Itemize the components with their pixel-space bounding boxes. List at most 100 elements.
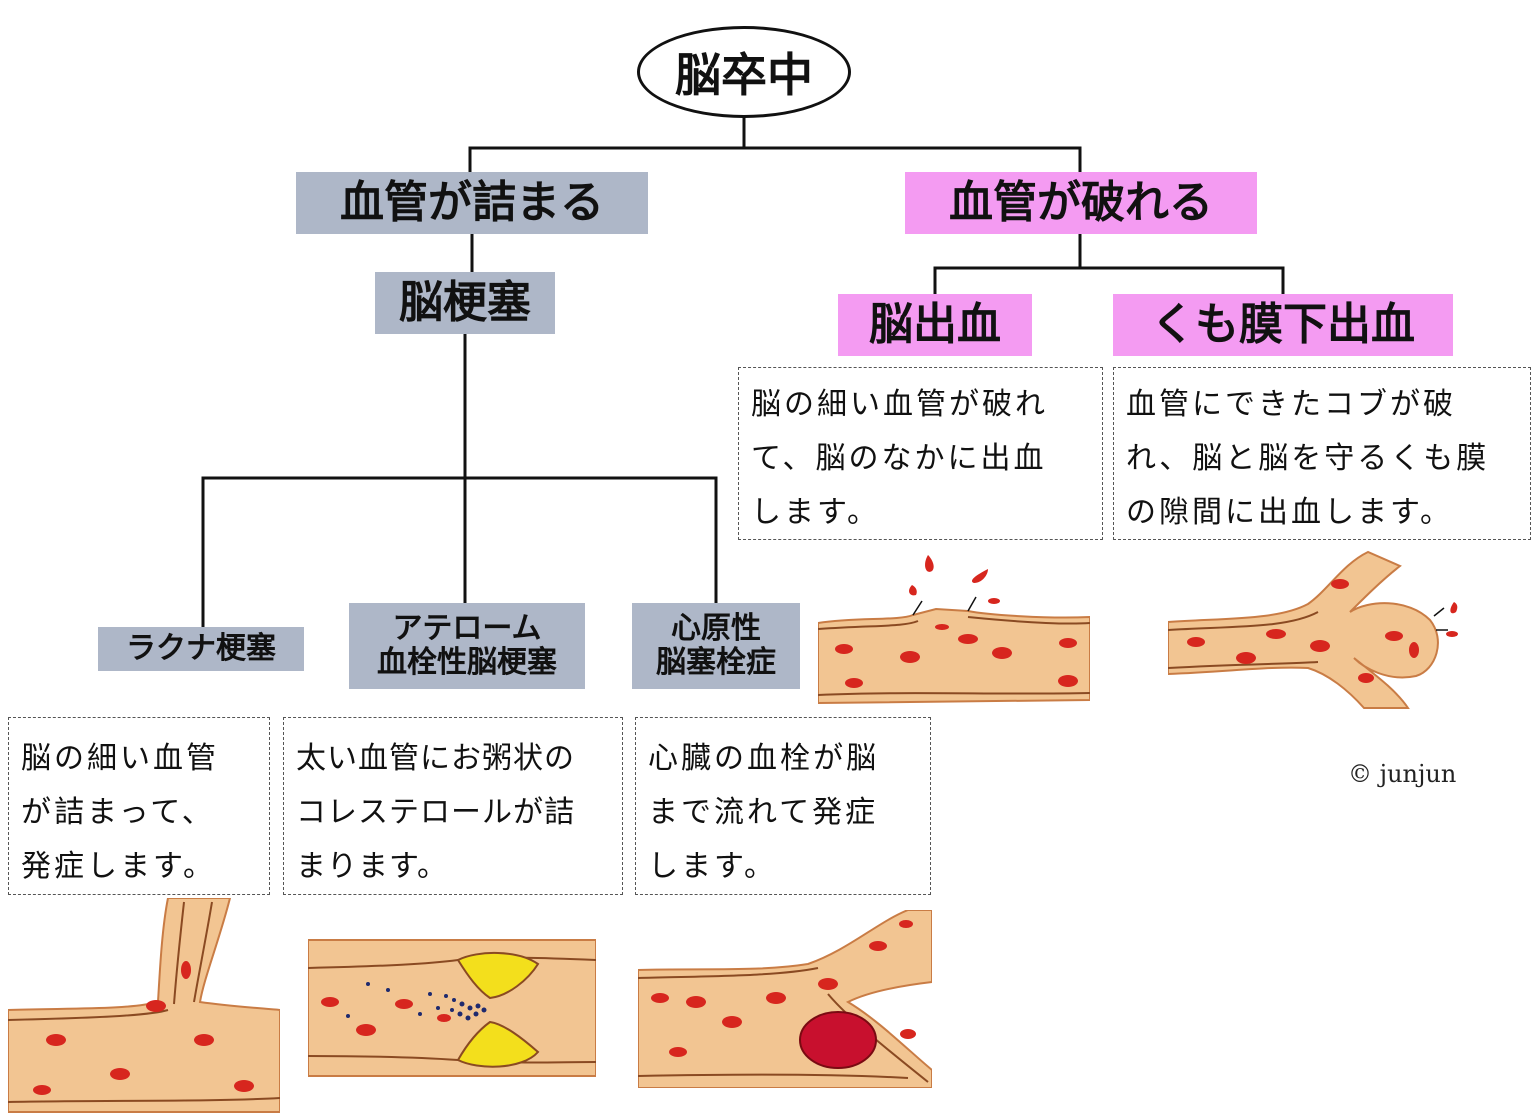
clot-dot [386,988,390,992]
illustration-atherothrombotic-infarction [308,939,596,1077]
node-label-line: 血栓性脳梗塞 [377,645,557,680]
embolus [799,1011,877,1069]
description-line: 太い血管にお粥状の [296,741,575,776]
plaque-bottom [456,1020,540,1068]
blood-cell [321,997,339,1007]
blood-cell [722,1016,742,1028]
blood-cell [181,961,191,979]
blood-cell [1385,631,1403,641]
blood-spurt [909,585,917,596]
description-line: て、脳のなかに出血 [751,441,1047,476]
description-line: 心臓の血栓が脳 [648,741,879,776]
description-line: 発症します。 [21,849,216,884]
blood-cell [1358,673,1374,683]
blood-cell [395,999,413,1009]
description-line: が詰まって、 [21,795,215,830]
description-line: 血管にできたコブが破 [1126,387,1456,422]
vessel-inner-edge [1168,611,1319,669]
blood-cell [1266,629,1286,639]
blood-cell [818,978,838,990]
clot-dot [467,1005,473,1011]
vessel-inner-edge [818,616,1090,696]
clot-dot [465,1015,471,1021]
clot-dot [450,1008,454,1012]
description-lacunar-infarction: 脳の細い血管 が詰まって、 発症します。 [8,717,270,895]
rupture-crack [912,596,977,616]
blood-cell [194,1034,214,1046]
vessel-wall [1168,550,1439,709]
clot-dot [366,982,370,986]
blood-cell [1310,640,1330,652]
blood-cell [900,651,920,663]
clot-dot [436,1006,440,1010]
blood-cell [1187,637,1205,647]
description-line: コレステロールが詰 [296,795,575,830]
illustration-intracerebral-hemorrhage [818,555,1090,705]
blood-cell [437,1014,451,1022]
clot-dot [459,1001,465,1007]
plaque-top [456,952,540,1000]
blood-cell [869,941,887,951]
blood-spurt [971,569,988,583]
node-cerebral-infarction: 脳梗塞 [375,272,555,334]
blood-drop [935,624,949,630]
clot-dot [452,998,456,1002]
description-line: します。 [648,849,777,884]
node-cardioembolic-stroke: 心原性 脳塞栓症 [632,603,800,689]
blood-cell [234,1080,254,1092]
blood-cell [958,634,978,644]
clot-dot [428,992,432,996]
node-label-line: アテローム [392,610,542,646]
root-node-stroke: 脳卒中 [637,26,851,118]
illustration-lacunar-infarction [8,898,280,1113]
blood-cell [669,1047,687,1057]
blood-cell [900,1029,916,1039]
node-label-line: 心原性 [671,610,761,646]
vessel-inner-edge [8,901,280,1103]
blood-cell [1236,652,1256,664]
clot-dot [457,1011,463,1017]
description-line: れ、脳と脳を守るくも膜 [1126,441,1490,476]
description-line: 脳の細い血管が破れ [751,387,1048,422]
description-line: の隙間に出血します。 [1126,495,1453,530]
description-line: まります。 [296,849,448,884]
blood-cell [46,1034,66,1046]
node-intracerebral-hemorrhage: 脳出血 [838,294,1032,356]
blood-cell [899,920,913,928]
node-label-line: 脳塞栓症 [656,645,776,680]
blood-cell [845,678,863,688]
blood-cell [835,644,853,654]
blood-spurt [1446,631,1458,637]
node-subarachnoid-hemorrhage: くも膜下出血 [1113,294,1453,356]
clot-dot [418,1012,422,1016]
connector-root [468,116,1082,174]
connector-infarct-subtypes [201,332,718,629]
vessel-wall [818,607,1090,705]
clot-dot [475,1003,481,1009]
description-intracerebral-hemorrhage: 脳の細い血管が破れ て、脳のなかに出血 します。 [738,367,1103,540]
description-line: 脳の細い血管 [21,741,219,776]
clot-dot [346,1014,350,1018]
node-label-line: ラクナ梗塞 [126,630,276,666]
description-subarachnoid-hemorrhage: 血管にできたコブが破 れ、脳と脳を守るくも膜 の隙間に出血します。 [1113,367,1531,540]
clot-dot [444,994,448,998]
blood-cell [1331,579,1349,589]
description-line: します。 [751,495,880,530]
clot-dot [473,1011,479,1017]
connector-rupture-subtypes [933,232,1285,296]
blood-cell [356,1024,376,1036]
blood-cell [686,996,706,1008]
illustration-subarachnoid-hemorrhage [1168,550,1458,709]
blood-cell [110,1068,130,1080]
vessel-wall [8,898,280,1113]
blood-spurt [925,555,934,572]
blood-cell [33,1085,51,1095]
copyright-notice: © junjun [1348,760,1457,788]
description-atherothrombotic-infarction: 太い血管にお粥状の コレステロールが詰 まります。 [283,717,623,895]
blood-cell [1059,638,1077,648]
node-atherothrombotic-infarction: アテローム 血栓性脳梗塞 [349,603,585,689]
node-vessel-rupture: 血管が破れる [905,172,1257,234]
blood-cell [766,992,786,1004]
blood-spurt [988,598,1000,604]
